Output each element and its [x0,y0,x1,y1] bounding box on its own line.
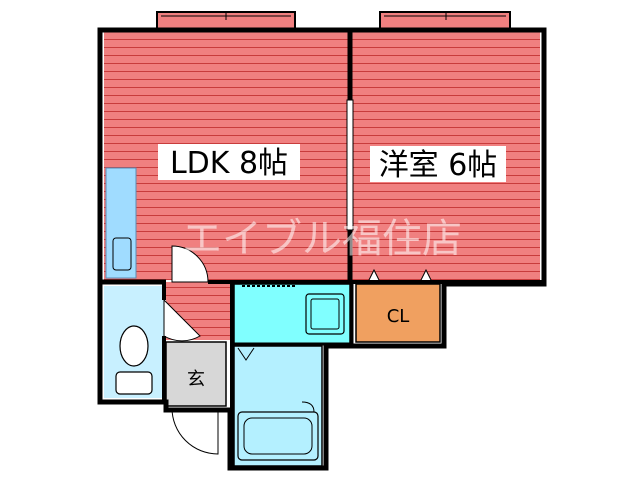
entrance-label: 玄 [187,369,205,390]
entrance-area [165,341,227,407]
watermark-text: エイブル福住店 [182,216,462,262]
sink-icon [112,237,132,271]
toilet-icon [115,325,153,395]
ldk-label-bg [158,144,300,180]
bathtub-icon [237,411,319,461]
walls [97,27,547,471]
closet [355,283,441,343]
bath-door [237,347,255,361]
western-label: 洋室 6帖 [379,148,498,183]
ldk-label: LDK 8帖 [170,146,288,181]
sliding-door [346,99,354,231]
faucet-icon [301,401,315,413]
closet-doors [367,268,433,283]
entrance-door [171,407,219,455]
closet-label: CL [387,306,410,327]
window-frames [156,11,511,33]
western-label-bg [370,146,506,182]
ldk-door [171,245,209,283]
washbasin-icon [305,293,345,335]
